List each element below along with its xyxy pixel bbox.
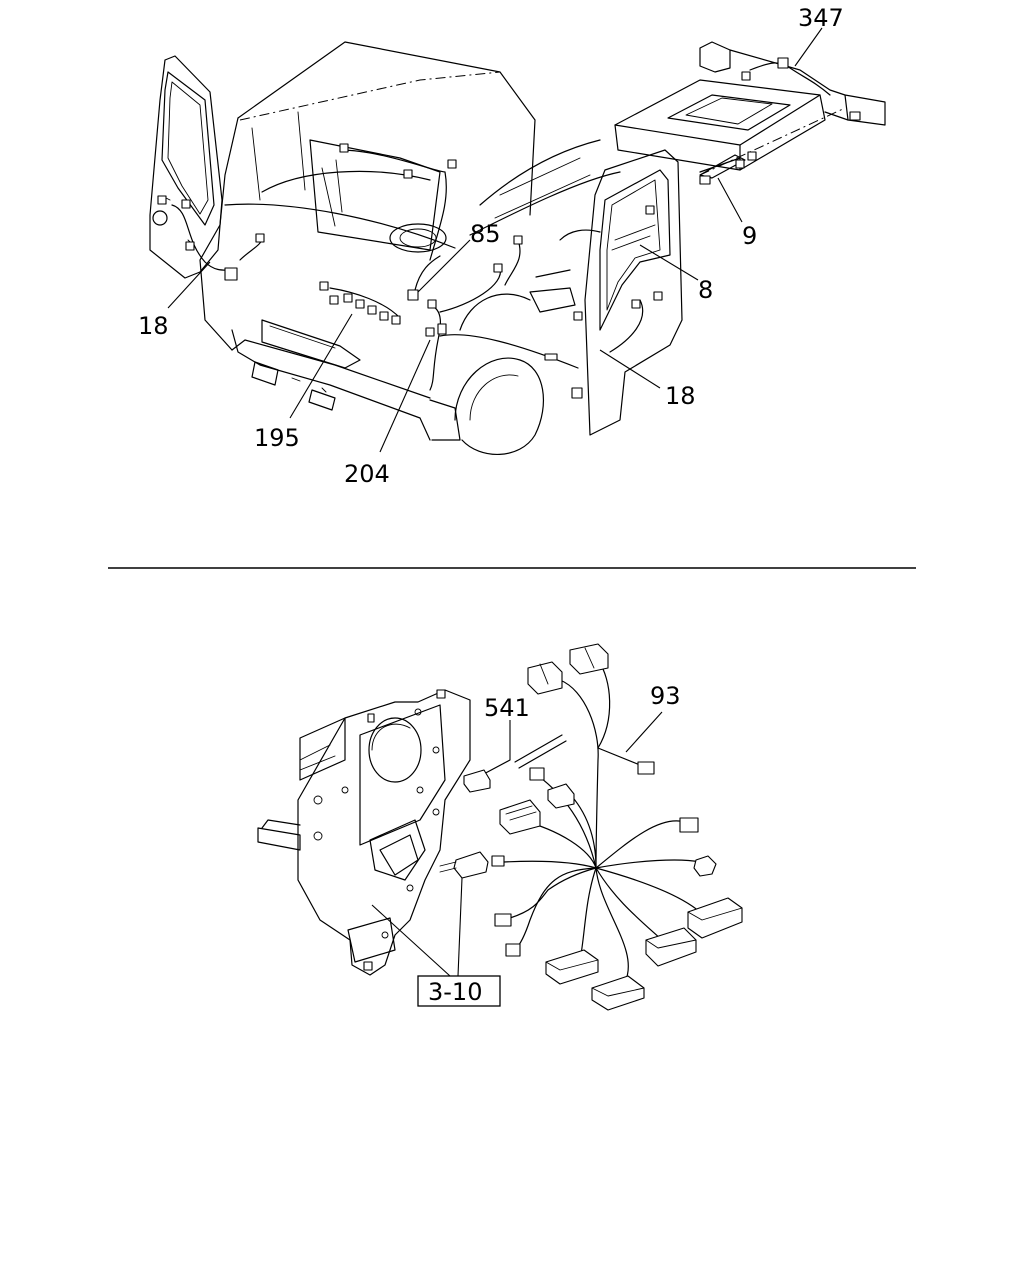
pedal-leader-lines bbox=[371, 711, 663, 977]
callout-93: 93 bbox=[650, 682, 681, 710]
callout-204: 204 bbox=[344, 460, 390, 488]
connector bbox=[157, 195, 167, 205]
connector bbox=[425, 327, 435, 337]
cab-callouts: 347 9 85 8 18 18 195 204 bbox=[138, 4, 844, 488]
connector bbox=[379, 311, 389, 321]
connector bbox=[849, 111, 861, 121]
cab-leader-lines bbox=[167, 27, 823, 453]
connector bbox=[319, 281, 329, 291]
connector bbox=[687, 897, 743, 939]
right-door bbox=[584, 149, 683, 436]
callout-18-right: 18 bbox=[665, 382, 696, 410]
connector bbox=[447, 159, 457, 169]
pedal-bracket bbox=[257, 689, 471, 976]
pedal-callouts: 541 93 3-10 bbox=[417, 682, 681, 1007]
connector bbox=[544, 353, 558, 361]
connector bbox=[645, 927, 697, 967]
harness-connectors bbox=[463, 643, 743, 1011]
connector bbox=[355, 299, 365, 309]
callout-8: 8 bbox=[698, 276, 713, 304]
callout-541: 541 bbox=[484, 694, 530, 722]
cab-connectors bbox=[157, 57, 861, 399]
connector bbox=[699, 175, 711, 185]
pedal-bracket-view: 541 93 3-10 bbox=[257, 643, 743, 1011]
connector bbox=[403, 169, 413, 179]
connector bbox=[367, 305, 377, 315]
pedal-wiring-harness bbox=[479, 659, 701, 983]
reference-box-label: 3-10 bbox=[428, 978, 482, 1006]
connector bbox=[653, 291, 663, 301]
connector bbox=[747, 151, 757, 161]
connector bbox=[569, 643, 609, 675]
connector bbox=[494, 913, 512, 927]
connector bbox=[573, 311, 583, 321]
connector bbox=[343, 293, 353, 303]
connector bbox=[735, 159, 745, 169]
connector bbox=[505, 943, 521, 957]
connector bbox=[741, 71, 751, 81]
connector bbox=[255, 233, 265, 243]
connector bbox=[547, 783, 575, 809]
connector bbox=[181, 199, 191, 209]
cab-chassis-view: 347 9 85 8 18 18 195 204 bbox=[138, 4, 886, 488]
connector bbox=[527, 661, 563, 695]
connector bbox=[631, 299, 641, 309]
connector bbox=[571, 387, 583, 399]
connector bbox=[463, 769, 491, 793]
connector bbox=[693, 855, 717, 877]
connector bbox=[493, 263, 503, 273]
connector bbox=[407, 289, 419, 301]
callout-195: 195 bbox=[254, 424, 300, 452]
connector bbox=[645, 205, 655, 215]
connector bbox=[329, 295, 339, 305]
connector bbox=[591, 975, 645, 1011]
stop-lamp-switch bbox=[439, 851, 505, 879]
connector bbox=[427, 299, 437, 309]
connector bbox=[529, 767, 545, 781]
connector bbox=[637, 761, 655, 775]
reference-box bbox=[417, 975, 501, 1007]
connector bbox=[777, 57, 789, 69]
connector bbox=[224, 267, 238, 281]
cab-body bbox=[199, 41, 621, 455]
callout-18-left: 18 bbox=[138, 312, 169, 340]
callout-85: 85 bbox=[470, 220, 501, 248]
connector bbox=[437, 323, 447, 335]
connector bbox=[339, 143, 349, 153]
callout-347: 347 bbox=[798, 4, 844, 32]
cab-wiring-harness bbox=[239, 62, 831, 391]
connector bbox=[185, 241, 195, 251]
callout-9: 9 bbox=[742, 222, 757, 250]
connector bbox=[513, 235, 523, 245]
connector bbox=[391, 315, 401, 325]
connector bbox=[679, 817, 699, 833]
